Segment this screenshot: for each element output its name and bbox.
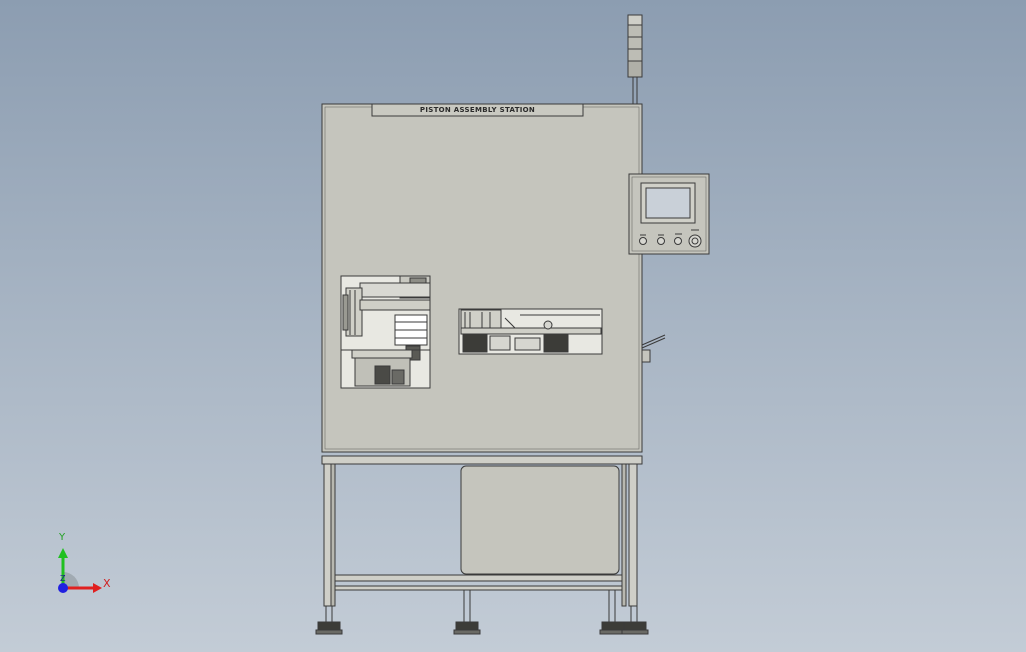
axis-x-label: X xyxy=(103,577,111,590)
control-button-2 xyxy=(657,237,665,245)
nameplate xyxy=(371,103,584,117)
machine-stand xyxy=(315,455,649,635)
axis-y-label: Y xyxy=(59,532,66,543)
emergency-stop xyxy=(688,234,702,248)
control-button-1 xyxy=(639,237,647,245)
control-button-3 xyxy=(674,237,682,245)
axis-triad xyxy=(58,548,102,593)
lower-cabinet-box xyxy=(460,465,620,575)
axis-z-label: Z xyxy=(60,574,66,583)
signal-tower xyxy=(627,14,643,104)
right-window-mechanism xyxy=(458,308,603,355)
nameplate-label: PISTON ASSEMBLY STATION xyxy=(419,106,536,114)
left-window-mechanism xyxy=(340,275,431,389)
hmi-control-box xyxy=(628,173,710,255)
